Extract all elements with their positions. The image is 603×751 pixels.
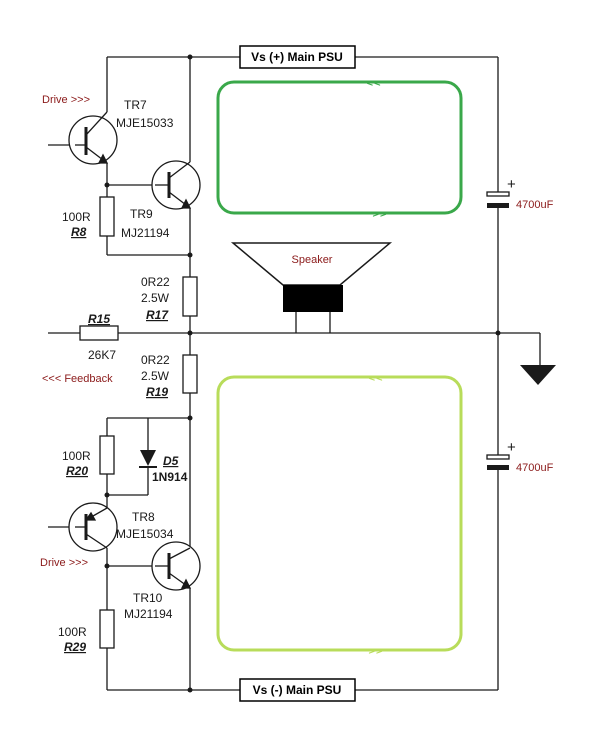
tr9-part: MJ21194	[121, 226, 170, 240]
r29-value: 100R	[58, 625, 87, 639]
d5-part: 1N914	[152, 470, 188, 484]
drive-bottom-label: Drive >>>	[40, 557, 88, 569]
speaker-icon	[230, 242, 393, 312]
r17-resistor-body	[182, 276, 198, 317]
tr8-name: TR8	[132, 510, 155, 524]
loop-bottom-arrow-right: >>	[368, 647, 383, 657]
tr10-transistor-symbol	[151, 541, 201, 591]
tr7-part: MJE15033	[116, 116, 174, 130]
r29-ref: R29	[64, 640, 86, 654]
d5-diode-symbol	[139, 450, 157, 468]
tr8-transistor-symbol	[68, 502, 118, 552]
tr7-name: TR7	[124, 98, 147, 112]
ground-icon	[520, 365, 556, 385]
capacitor-bottom-value: 4700uF	[516, 462, 554, 474]
current-loop-top	[216, 80, 463, 215]
tr9-transistor-symbol	[151, 160, 201, 210]
r19-power: 2.5W	[141, 369, 170, 383]
r15-resistor-body	[79, 325, 119, 341]
r15-value: 26K7	[88, 348, 116, 362]
tr9-name: TR9	[130, 207, 153, 221]
capacitor-top-value: 4700uF	[516, 199, 554, 211]
tr10-name: TR10	[133, 591, 163, 605]
r17-power: 2.5W	[141, 291, 170, 305]
d5-ref: D5	[163, 454, 179, 468]
drive-top-label: Drive >>>	[42, 94, 90, 106]
current-loop-bottom	[216, 375, 463, 652]
r8-value: 100R	[62, 210, 91, 224]
psu-top-label: Vs (+) Main PSU	[251, 50, 343, 64]
loop-bottom-arrow-left: <<	[368, 374, 383, 384]
r17-value: 0R22	[141, 275, 170, 289]
psu-bottom-label: Vs (-) Main PSU	[253, 683, 342, 697]
r17-ref: R17	[146, 308, 169, 322]
r19-value: 0R22	[141, 353, 170, 367]
psu-top-box	[239, 45, 356, 69]
capacitor-top-symbol	[486, 191, 510, 208]
tr10-part: MJ21194	[124, 607, 173, 621]
r15-ref: R15	[88, 312, 110, 326]
r8-resistor-body	[99, 196, 115, 237]
loop-top-arrow-right: >>	[372, 210, 387, 220]
tr7-transistor-symbol	[68, 111, 118, 165]
tr8-part: MJE15034	[116, 527, 174, 541]
wires	[48, 56, 541, 691]
r19-resistor-body	[182, 354, 198, 394]
r8-ref: R8	[71, 225, 87, 239]
speaker-label: Speaker	[292, 254, 333, 266]
junction-dots	[104, 54, 501, 693]
r19-ref: R19	[146, 385, 168, 399]
capacitor-bottom-symbol	[486, 454, 510, 470]
loop-top-arrow-left: <<	[366, 79, 381, 89]
r29-resistor-body	[99, 609, 115, 649]
capacitor-top-plus: +	[507, 176, 516, 193]
capacitor-bottom-plus: +	[507, 439, 516, 456]
psu-bottom-box	[239, 678, 356, 702]
r20-resistor-body	[99, 435, 115, 475]
feedback-label: <<< Feedback	[42, 373, 113, 385]
r20-ref: R20	[66, 464, 88, 478]
r20-value: 100R	[62, 449, 91, 463]
